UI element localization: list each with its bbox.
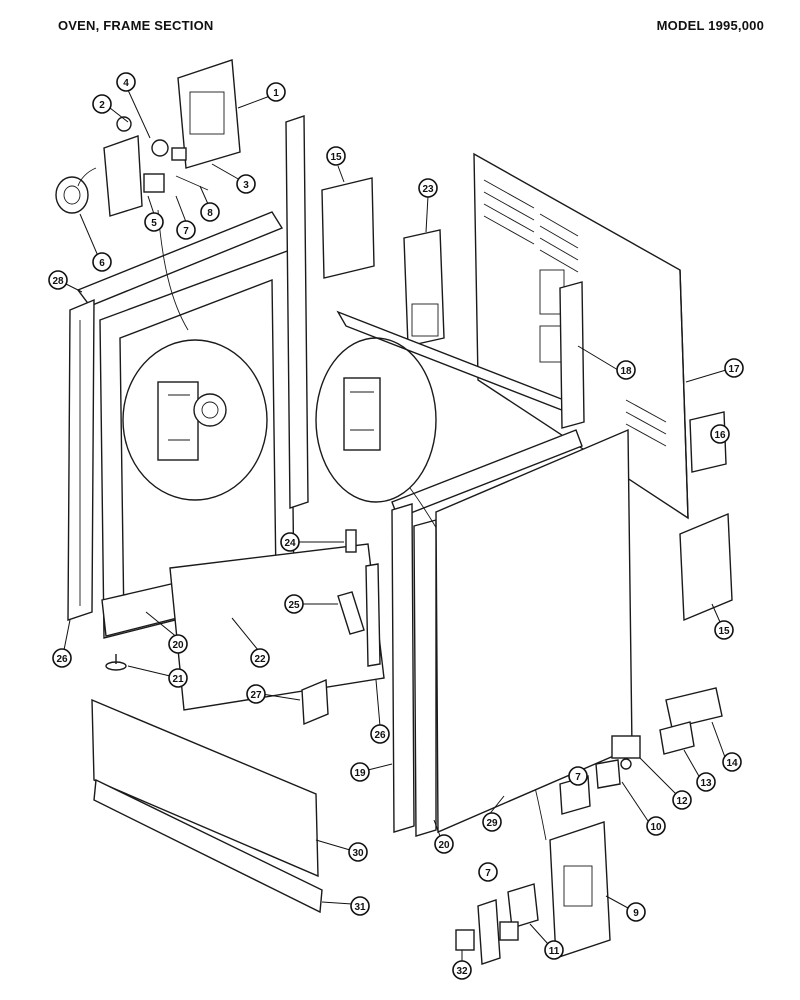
svg-text:22: 22 xyxy=(254,654,266,665)
svg-text:11: 11 xyxy=(549,946,560,957)
svg-text:16: 16 xyxy=(714,430,726,441)
leveling-leg xyxy=(105,654,127,671)
callout-26: 26 xyxy=(52,648,72,668)
small-parts-right xyxy=(559,687,723,815)
callout-11: 11 xyxy=(544,940,564,960)
callout-16: 16 xyxy=(710,424,730,444)
callout-15-top: 15 xyxy=(326,146,346,166)
callout-28: 28 xyxy=(48,270,68,290)
svg-text:7: 7 xyxy=(575,772,581,783)
svg-text:24: 24 xyxy=(284,538,296,549)
callout-18: 18 xyxy=(616,360,636,380)
svg-text:9: 9 xyxy=(633,908,639,919)
svg-text:10: 10 xyxy=(650,822,662,833)
center-post xyxy=(285,115,309,509)
callout-19: 19 xyxy=(350,762,370,782)
callout-27: 27 xyxy=(246,684,266,704)
svg-text:20: 20 xyxy=(172,640,184,651)
callout-3: 3 xyxy=(236,174,256,194)
svg-text:5: 5 xyxy=(151,218,157,229)
svg-text:19: 19 xyxy=(354,768,366,779)
svg-text:26: 26 xyxy=(374,730,386,741)
svg-text:4: 4 xyxy=(123,78,129,89)
svg-text:13: 13 xyxy=(700,778,712,789)
svg-text:7: 7 xyxy=(183,226,189,237)
svg-text:2: 2 xyxy=(99,100,105,111)
panel-23 xyxy=(403,229,445,347)
part-25 xyxy=(337,563,381,667)
svg-text:1: 1 xyxy=(273,88,279,99)
svg-text:29: 29 xyxy=(486,818,498,829)
kick-panel xyxy=(91,698,323,914)
callout-22: 22 xyxy=(250,648,270,668)
svg-text:32: 32 xyxy=(456,966,468,977)
svg-text:12: 12 xyxy=(676,796,688,807)
callout-31: 31 xyxy=(350,896,370,916)
svg-text:28: 28 xyxy=(52,276,64,287)
svg-text:20: 20 xyxy=(438,840,450,851)
callout-23: 23 xyxy=(418,178,438,198)
callout-10: 10 xyxy=(646,816,666,836)
panel-15-top xyxy=(321,177,375,279)
svg-text:3: 3 xyxy=(243,180,249,191)
callout-26-center: 26 xyxy=(370,724,390,744)
bracket-27 xyxy=(301,678,329,726)
callout-7-bottom: 7 xyxy=(568,766,588,786)
callout-30: 30 xyxy=(348,842,368,862)
callout-4: 4 xyxy=(116,72,136,92)
callout-32: 32 xyxy=(452,960,472,980)
svg-text:21: 21 xyxy=(172,674,184,685)
svg-text:8: 8 xyxy=(207,208,213,219)
svg-text:30: 30 xyxy=(352,848,364,859)
callout-20-right: 20 xyxy=(434,834,454,854)
callout-13: 13 xyxy=(696,772,716,792)
right-frame xyxy=(336,281,585,837)
detail-circle-left xyxy=(122,209,268,501)
svg-text:18: 18 xyxy=(620,366,632,377)
svg-text:17: 17 xyxy=(728,364,740,375)
callout-25: 25 xyxy=(284,594,304,614)
callout-21: 21 xyxy=(168,668,188,688)
svg-text:14: 14 xyxy=(726,758,738,769)
svg-text:26: 26 xyxy=(56,654,68,665)
callout-29: 29 xyxy=(482,812,502,832)
bracket-24 xyxy=(345,529,357,553)
callout-6: 6 xyxy=(92,252,112,272)
callout-17: 17 xyxy=(724,358,744,378)
callout-14: 14 xyxy=(722,752,742,772)
callout-8: 8 xyxy=(200,202,220,222)
svg-text:15: 15 xyxy=(718,626,730,637)
svg-text:6: 6 xyxy=(99,258,105,269)
callout-5: 5 xyxy=(144,212,164,232)
callout-7: 7 xyxy=(176,220,196,240)
callout-20: 20 xyxy=(168,634,188,654)
callout-1: 1 xyxy=(266,82,286,102)
svg-text:25: 25 xyxy=(288,600,300,611)
small-parts-bottom xyxy=(455,821,611,965)
callout-24: 24 xyxy=(280,532,300,552)
svg-text:15: 15 xyxy=(330,152,342,163)
leader-lines xyxy=(63,89,727,962)
callout-12: 12 xyxy=(672,790,692,810)
callout-7-bottom-2: 7 xyxy=(478,862,498,882)
controls-cluster xyxy=(55,59,241,217)
diagram-title: OVEN, FRAME SECTION xyxy=(58,18,214,33)
svg-text:23: 23 xyxy=(422,184,434,195)
bottom-pan xyxy=(169,543,385,711)
detail-circle-right xyxy=(315,337,547,841)
callout-2: 2 xyxy=(92,94,112,114)
panel-15-right xyxy=(679,512,733,622)
svg-text:31: 31 xyxy=(354,902,366,913)
callout-15: 15 xyxy=(714,620,734,640)
model-number: MODEL 1995,000 xyxy=(656,18,764,33)
svg-text:27: 27 xyxy=(250,690,262,701)
callout-9: 9 xyxy=(626,902,646,922)
svg-text:7: 7 xyxy=(485,868,491,879)
